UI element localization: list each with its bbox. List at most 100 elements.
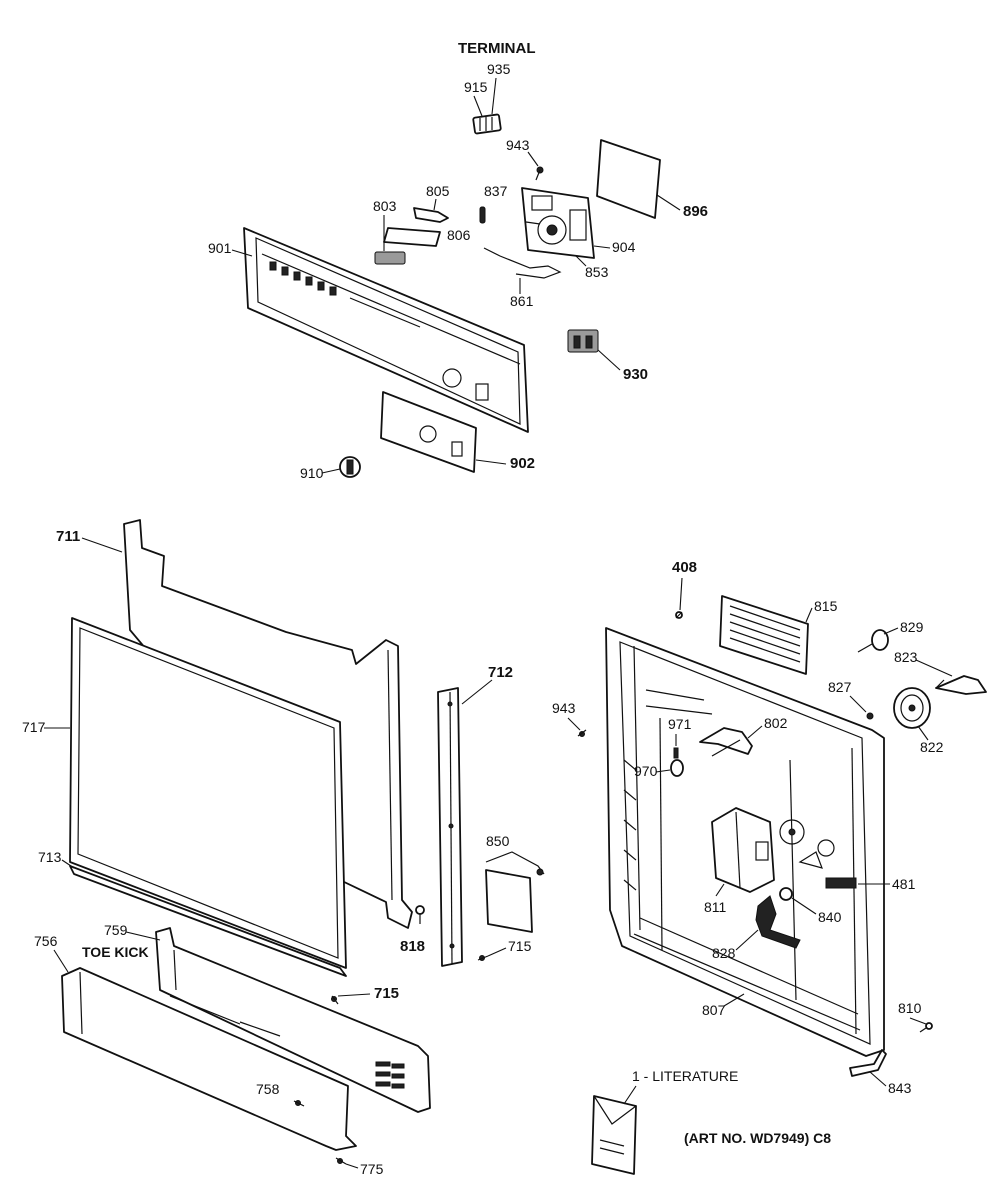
leader-823 xyxy=(915,659,953,677)
leader-843 xyxy=(869,1071,887,1087)
vent-815 xyxy=(719,595,809,675)
screw-408 xyxy=(675,611,683,619)
leader-970 xyxy=(655,769,671,773)
screw-943-right xyxy=(577,729,587,737)
part-label-408: 408 xyxy=(672,559,697,576)
leader-910 xyxy=(321,468,341,474)
screw-810 xyxy=(919,1022,933,1033)
switch-803 xyxy=(374,251,406,265)
cam-970 xyxy=(670,759,684,777)
leader-literature xyxy=(623,1085,637,1105)
outer-panel-717 xyxy=(69,617,347,969)
part-label-828: 828 xyxy=(712,945,736,961)
bracket-805 xyxy=(413,207,449,223)
leader-759 xyxy=(125,931,161,941)
part-label-713: 713 xyxy=(38,849,62,865)
label-481 xyxy=(825,877,857,889)
leader-915 xyxy=(473,95,483,117)
leader-715-bottom xyxy=(337,993,371,997)
part-label-811: 811 xyxy=(704,899,727,915)
part-label-807: 807 xyxy=(702,1002,726,1018)
part-label-802: 802 xyxy=(764,715,788,731)
hinge-850 xyxy=(485,851,545,933)
leader-802 xyxy=(747,725,763,739)
screw-715-bottom xyxy=(331,995,339,1005)
part-label-818: 818 xyxy=(400,938,425,955)
leader-775 xyxy=(345,1163,359,1169)
screw-943-top xyxy=(535,166,544,181)
leader-807 xyxy=(723,993,745,1007)
dispenser-811 xyxy=(711,807,835,893)
strip-843 xyxy=(849,1049,887,1077)
leader-840 xyxy=(791,897,817,915)
leader-811 xyxy=(715,883,725,897)
part-label-943-right: 943 xyxy=(552,700,576,716)
terminal-block xyxy=(472,113,502,135)
leader-930 xyxy=(597,349,621,371)
leader-943-top xyxy=(527,151,539,167)
leader-827 xyxy=(849,695,867,713)
part-label-970: 970 xyxy=(634,763,658,779)
part-label-840: 840 xyxy=(818,909,842,925)
leader-810 xyxy=(909,1017,927,1025)
part-label-843: 843 xyxy=(888,1080,912,1096)
shaft-829 xyxy=(857,629,889,653)
wiring-diagram-sheet xyxy=(596,139,661,219)
part-label-815: 815 xyxy=(814,598,838,614)
part-label-756: 756 xyxy=(34,933,58,949)
part-label-901: 901 xyxy=(208,240,232,256)
lever-823 xyxy=(935,675,987,695)
part-label-827: 827 xyxy=(828,679,852,695)
part-label-915: 915 xyxy=(464,79,488,95)
screw-827 xyxy=(866,712,874,720)
part-label-837: 837 xyxy=(484,183,508,199)
literature-heading: 1 - LITERATURE xyxy=(632,1068,738,1084)
part-label-902: 902 xyxy=(510,455,535,472)
leader-715-right xyxy=(487,947,507,957)
part-label-810: 810 xyxy=(898,1000,922,1016)
leader-904 xyxy=(593,245,611,249)
screw-775 xyxy=(335,1157,347,1165)
part-label-904: 904 xyxy=(612,239,636,255)
part-label-711: 711 xyxy=(56,528,80,545)
timer-assembly xyxy=(521,187,595,259)
part-label-758: 758 xyxy=(256,1081,280,1097)
latch-802 xyxy=(699,727,753,757)
part-label-481: 481 xyxy=(892,876,916,892)
knob-910 xyxy=(339,456,361,478)
art-number: (ART NO. WD7949) C8 xyxy=(684,1130,831,1146)
part-label-775: 775 xyxy=(360,1161,384,1177)
part-label-850: 850 xyxy=(486,833,510,849)
control-panel-901 xyxy=(243,227,529,433)
leader-935 xyxy=(491,77,497,115)
part-label-853: 853 xyxy=(585,264,609,280)
part-label-806: 806 xyxy=(447,227,471,243)
leader-896 xyxy=(656,194,681,211)
cap-840 xyxy=(779,887,793,901)
escutcheon-902 xyxy=(380,391,477,473)
part-label-971: 971 xyxy=(668,716,692,732)
cable-861 xyxy=(483,247,562,279)
spring-837 xyxy=(479,206,486,224)
pin-971 xyxy=(673,747,679,759)
leader-902 xyxy=(475,459,507,465)
toe-kick-panel-756 xyxy=(61,967,357,1151)
part-label-805: 805 xyxy=(426,183,450,199)
part-label-829: 829 xyxy=(900,619,924,635)
leader-711 xyxy=(81,537,123,553)
toe-kick-759 xyxy=(155,927,431,1113)
switch-930 xyxy=(567,329,599,353)
dial-822 xyxy=(893,687,931,729)
terminal-heading: TERMINAL xyxy=(458,40,536,57)
leader-853 xyxy=(575,255,587,267)
part-label-823: 823 xyxy=(894,649,918,665)
leader-901 xyxy=(231,249,253,257)
part-label-822: 822 xyxy=(920,739,944,755)
part-label-803: 803 xyxy=(373,198,397,214)
literature-packet xyxy=(591,1095,637,1175)
screw-715-right xyxy=(477,955,489,961)
part-label-910: 910 xyxy=(300,465,324,481)
leader-829 xyxy=(883,627,899,635)
leader-943-right xyxy=(567,717,581,731)
